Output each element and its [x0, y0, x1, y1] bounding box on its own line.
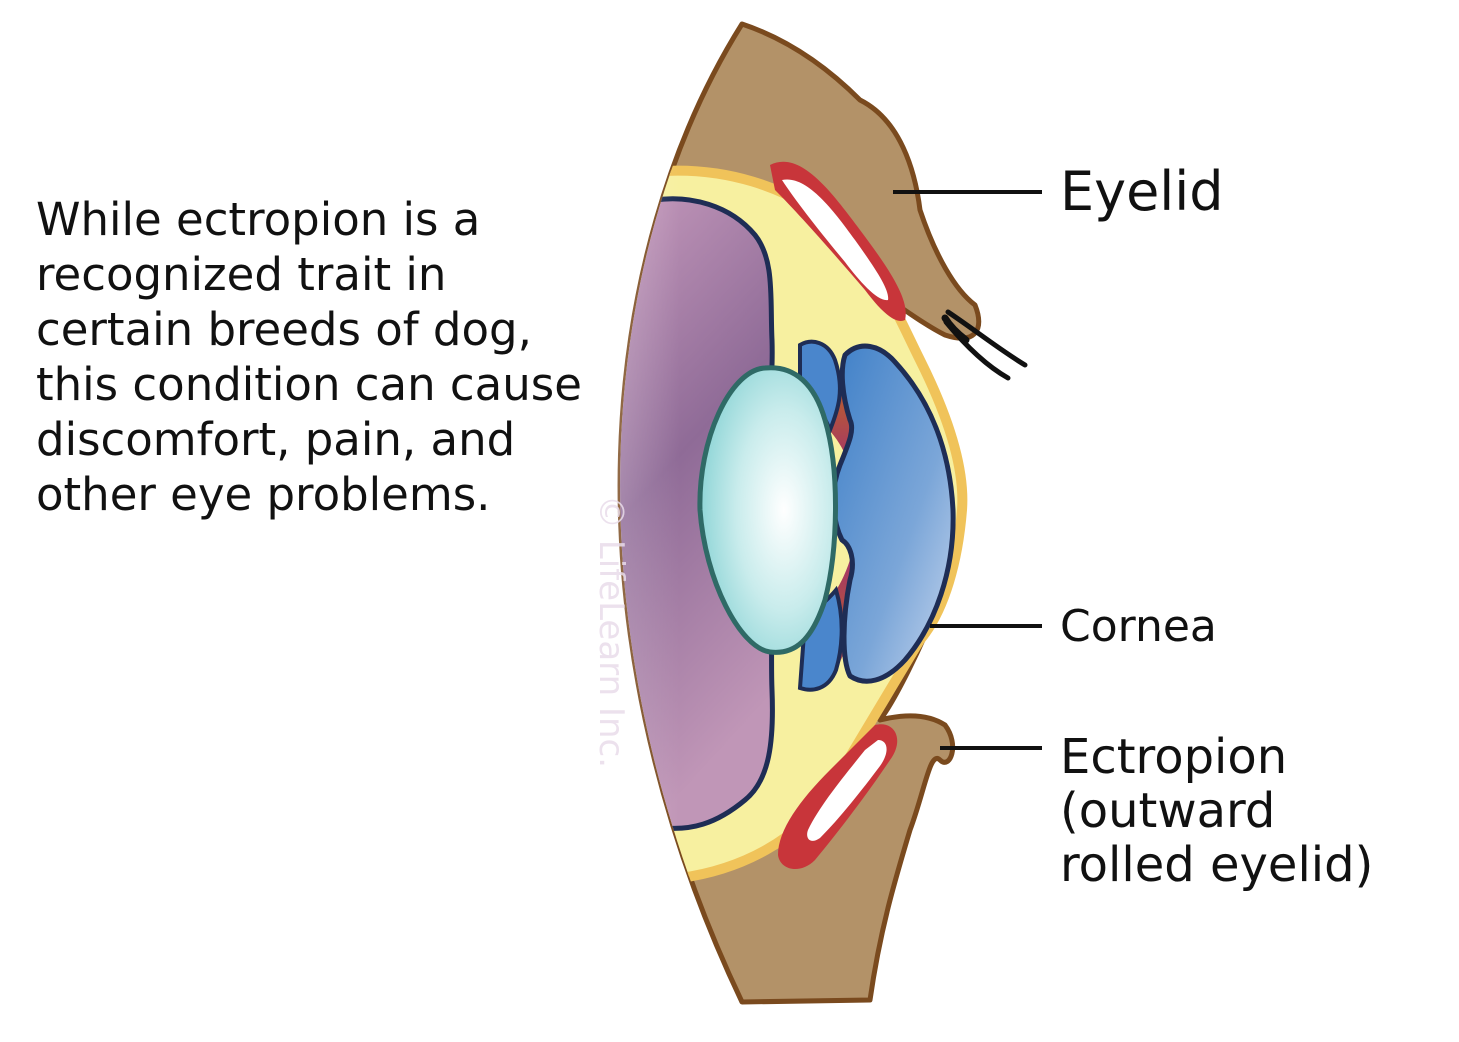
copyright-watermark: © LifeLearn Inc. [591, 495, 631, 768]
label-ectropion: Ectropion (outward rolled eyelid) [1060, 730, 1373, 892]
label-ectropion-line3: rolled eyelid) [1060, 837, 1374, 893]
eyelashes [941, 309, 1028, 381]
upper-eyelid-margin [770, 161, 906, 321]
label-ectropion-line2: (outward [1060, 783, 1276, 839]
caption-text: While ectropion is a recognized trait in… [36, 193, 582, 521]
label-cornea: Cornea [1060, 601, 1217, 652]
label-eyelid: Eyelid [1060, 160, 1224, 223]
background-fade [0, 0, 680, 1042]
lower-eyelid-margin [778, 724, 898, 870]
lens [697, 365, 838, 655]
leader-lines [893, 190, 1042, 750]
anterior-chamber [830, 343, 956, 684]
label-ectropion-line1: Ectropion [1060, 729, 1288, 785]
